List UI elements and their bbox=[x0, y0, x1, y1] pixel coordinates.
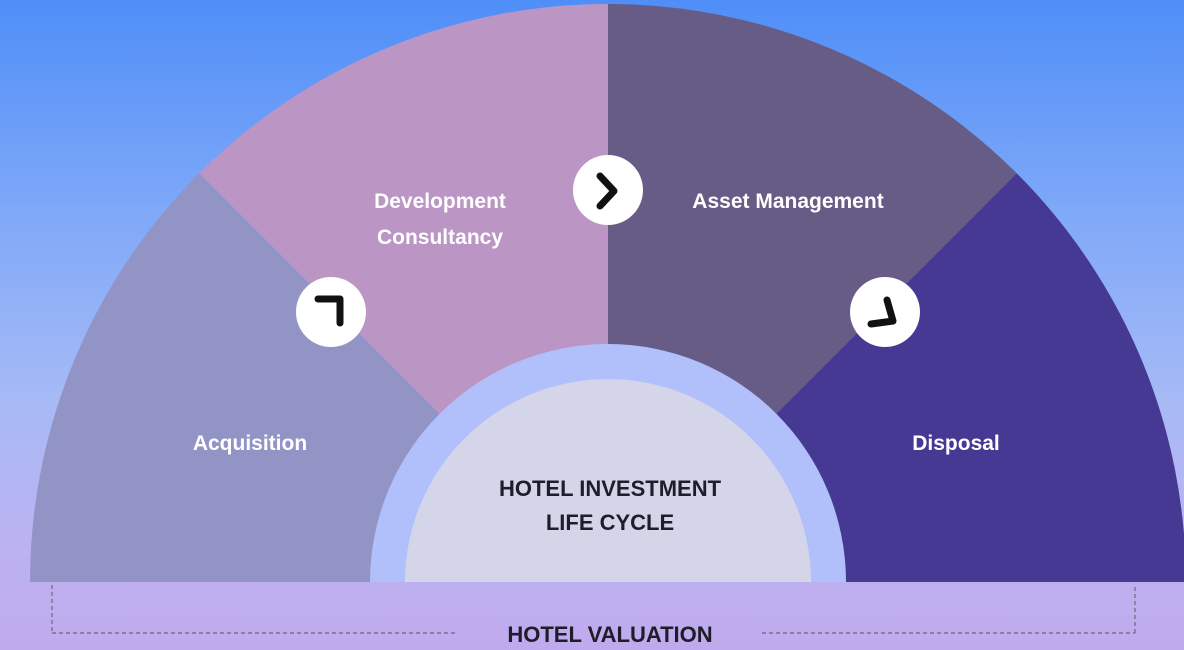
disposal-text: Disposal bbox=[912, 432, 1000, 455]
development-line-1: Development bbox=[374, 190, 506, 213]
arrow-badge-development-to-asset bbox=[573, 155, 643, 225]
center-hub bbox=[405, 379, 811, 582]
segment-label-asset-management: Asset Management bbox=[658, 184, 918, 220]
segment-label-acquisition: Acquisition bbox=[150, 426, 350, 462]
center-title-line-1: HOTEL INVESTMENT bbox=[498, 476, 722, 501]
segment-label-disposal: Disposal bbox=[856, 426, 1056, 462]
asset-management-text: Asset Management bbox=[692, 190, 884, 213]
segment-label-development-consultancy: Development Consultancy bbox=[340, 184, 540, 256]
center-title: HOTEL INVESTMENT LIFE CYCLE bbox=[410, 472, 810, 540]
chevron-right-icon bbox=[596, 172, 618, 210]
chevron-right-icon bbox=[314, 295, 344, 327]
valuation-bracket bbox=[51, 585, 1136, 634]
arrow-badge-asset-to-disposal bbox=[850, 277, 920, 347]
center-title-line-2: LIFE CYCLE bbox=[545, 510, 675, 535]
arrow-badge-acquisition-to-development bbox=[296, 277, 366, 347]
acquisition-text: Acquisition bbox=[192, 432, 308, 455]
hotel-valuation-label: HOTEL VALUATION bbox=[507, 622, 713, 647]
chevron-right-icon bbox=[867, 296, 897, 328]
development-line-2: Consultancy bbox=[376, 226, 504, 249]
